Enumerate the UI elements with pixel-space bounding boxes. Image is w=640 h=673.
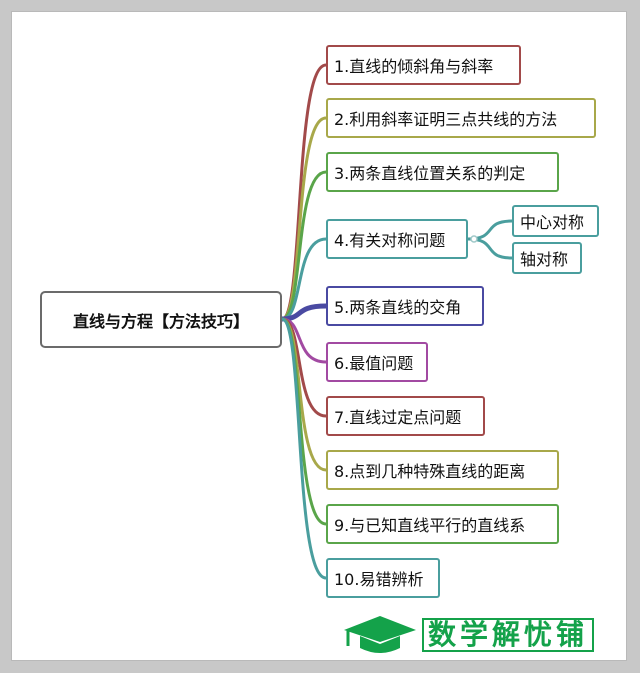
mindmap-canvas: 直线与方程【方法技巧】 1.直线的倾斜角与斜率 2.利用斜率证明三点共线的方法 … [12,12,626,660]
branch-node-6[interactable]: 6.最值问题 [326,342,428,382]
branch-node-5[interactable]: 5.两条直线的交角 [326,286,484,326]
branch-node-7[interactable]: 7.直线过定点问题 [326,396,485,436]
root-node[interactable]: 直线与方程【方法技巧】 [40,291,282,348]
sub-node-axial-symmetry[interactable]: 轴对称 [512,242,582,274]
branch-node-9[interactable]: 9.与已知直线平行的直线系 [326,504,559,544]
branch-connector [280,237,328,321]
sub-node-central-symmetry[interactable]: 中心对称 [512,205,599,237]
branch-node-2[interactable]: 2.利用斜率证明三点共线的方法 [326,98,596,138]
collapse-dot[interactable] [470,235,478,243]
branch-node-1[interactable]: 1.直线的倾斜角与斜率 [326,45,521,85]
branch-node-10[interactable]: 10.易错辨析 [326,558,440,598]
graduation-cap-icon [344,616,416,653]
brand-logo: 数学解忧铺 [342,614,602,654]
branch-connector [280,170,328,321]
branch-connector [280,317,328,580]
branch-connectors [279,63,513,580]
branch-node-4[interactable]: 4.有关对称问题 [326,219,468,259]
brand-name: 数学解忧铺 [422,618,595,652]
branch-node-8[interactable]: 8.点到几种特殊直线的距离 [326,450,559,490]
branch-node-3[interactable]: 3.两条直线位置关系的判定 [326,152,559,192]
